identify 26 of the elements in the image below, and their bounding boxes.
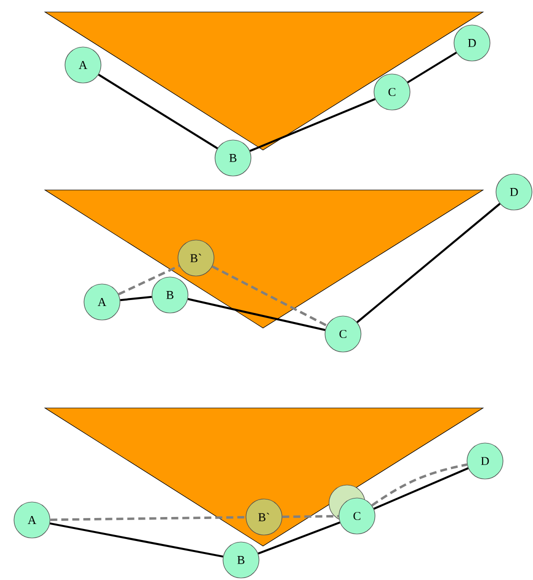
line <box>407 52 457 84</box>
line <box>120 296 152 302</box>
line <box>50 522 224 558</box>
line <box>356 202 501 324</box>
circle-node: B` <box>246 498 282 536</box>
circle-node: D <box>496 174 532 210</box>
circle-node: B <box>214 140 252 176</box>
circle-node: A <box>84 284 120 320</box>
circle-node: C <box>324 316 362 352</box>
circle-node: B <box>152 276 188 314</box>
circle-node: C <box>338 498 376 534</box>
dashed-line <box>50 516 246 521</box>
circle-node: B` <box>178 240 214 276</box>
line <box>98 74 218 150</box>
circle-node: B <box>222 542 260 578</box>
dashed-line <box>212 265 328 327</box>
circle-node: D <box>454 24 490 62</box>
dashed-line <box>282 515 339 518</box>
circle-node: D <box>466 442 504 480</box>
circle-node: C <box>374 74 410 110</box>
line <box>258 522 340 554</box>
circle-node: A <box>64 46 102 84</box>
circle-node: A <box>14 502 50 538</box>
line <box>250 98 376 152</box>
dashed-line <box>118 264 180 296</box>
line <box>188 298 326 331</box>
